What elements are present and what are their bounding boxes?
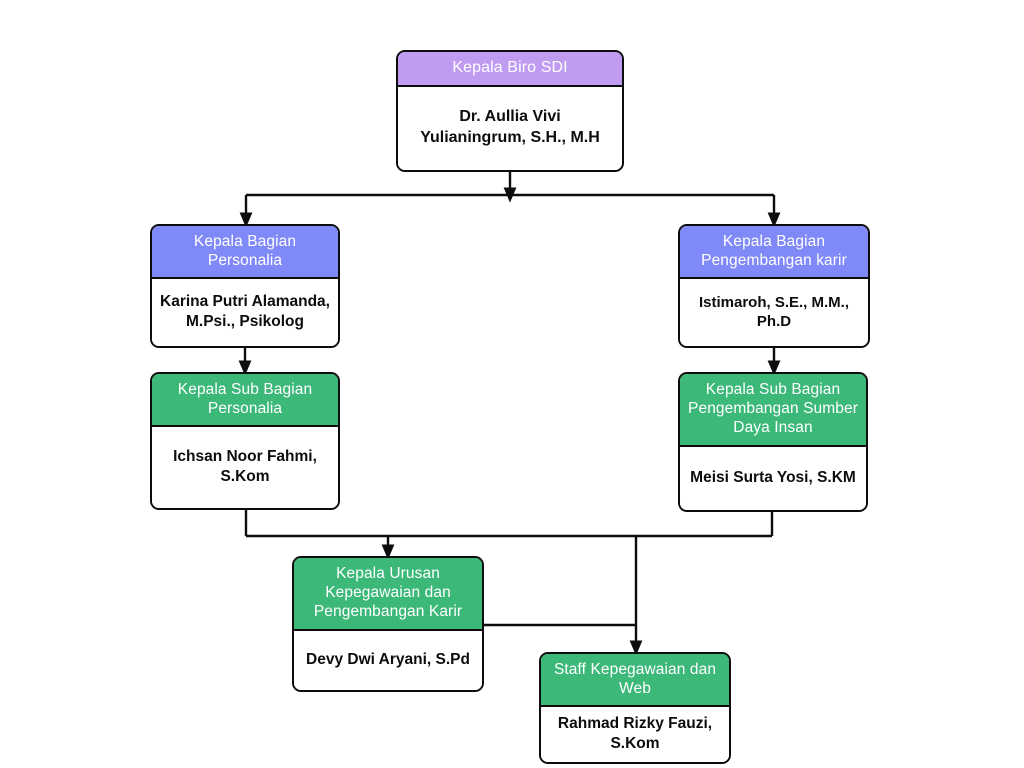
node-person-kepala-sub-bagian-personalia: Ichsan Noor Fahmi, S.Kom <box>152 427 338 508</box>
node-title-kepala-sub-bagian-pengembangan-sdi: Kepala Sub Bagian Pengembangan Sumber Da… <box>680 374 866 447</box>
node-person-kepala-urusan-kepegawaian: Devy Dwi Aryani, S.Pd <box>294 630 482 690</box>
node-kepala-urusan-kepegawaian[interactable]: Kepala Urusan Kepegawaian dan Pengembang… <box>292 556 484 692</box>
node-title-kepala-sub-bagian-personalia: Kepala Sub Bagian Personalia <box>152 374 338 428</box>
node-title-staff-kepegawaian-dan-web: Staff Kepegawaian dan Web <box>541 654 729 708</box>
node-title-kepala-bagian-personalia: Kepala Bagian Personalia <box>152 226 338 280</box>
node-person-kepala-bagian-personalia: Karina Putri Alamanda, M.Psi., Psikolog <box>152 279 338 346</box>
node-title-kepala-biro-sdi: Kepala Biro SDI <box>398 52 622 87</box>
node-person-kepala-biro-sdi: Dr. Aullia Vivi Yulianingrum, S.H., M.H <box>398 86 622 170</box>
node-kepala-bagian-personalia[interactable]: Kepala Bagian Personalia Karina Putri Al… <box>150 224 340 348</box>
node-person-kepala-sub-bagian-pengembangan-sdi: Meisi Surta Yosi, S.KM <box>680 446 866 510</box>
node-kepala-biro-sdi[interactable]: Kepala Biro SDI Dr. Aullia Vivi Yulianin… <box>396 50 624 172</box>
node-kepala-bagian-pengembangan-karir[interactable]: Kepala Bagian Pengembangan karir Istimar… <box>678 224 870 348</box>
node-staff-kepegawaian-dan-web[interactable]: Staff Kepegawaian dan Web Rahmad Rizky F… <box>539 652 731 764</box>
node-person-kepala-bagian-pengembangan-karir: Istimaroh, S.E., M.M., Ph.D <box>680 279 868 346</box>
node-person-staff-kepegawaian-dan-web: Rahmad Rizky Fauzi, S.Kom <box>541 707 729 762</box>
node-title-kepala-bagian-pengembangan-karir: Kepala Bagian Pengembangan karir <box>680 226 868 280</box>
node-title-kepala-urusan-kepegawaian: Kepala Urusan Kepegawaian dan Pengembang… <box>294 558 482 631</box>
node-kepala-sub-bagian-pengembangan-sdi[interactable]: Kepala Sub Bagian Pengembangan Sumber Da… <box>678 372 868 512</box>
node-kepala-sub-bagian-personalia[interactable]: Kepala Sub Bagian Personalia Ichsan Noor… <box>150 372 340 510</box>
